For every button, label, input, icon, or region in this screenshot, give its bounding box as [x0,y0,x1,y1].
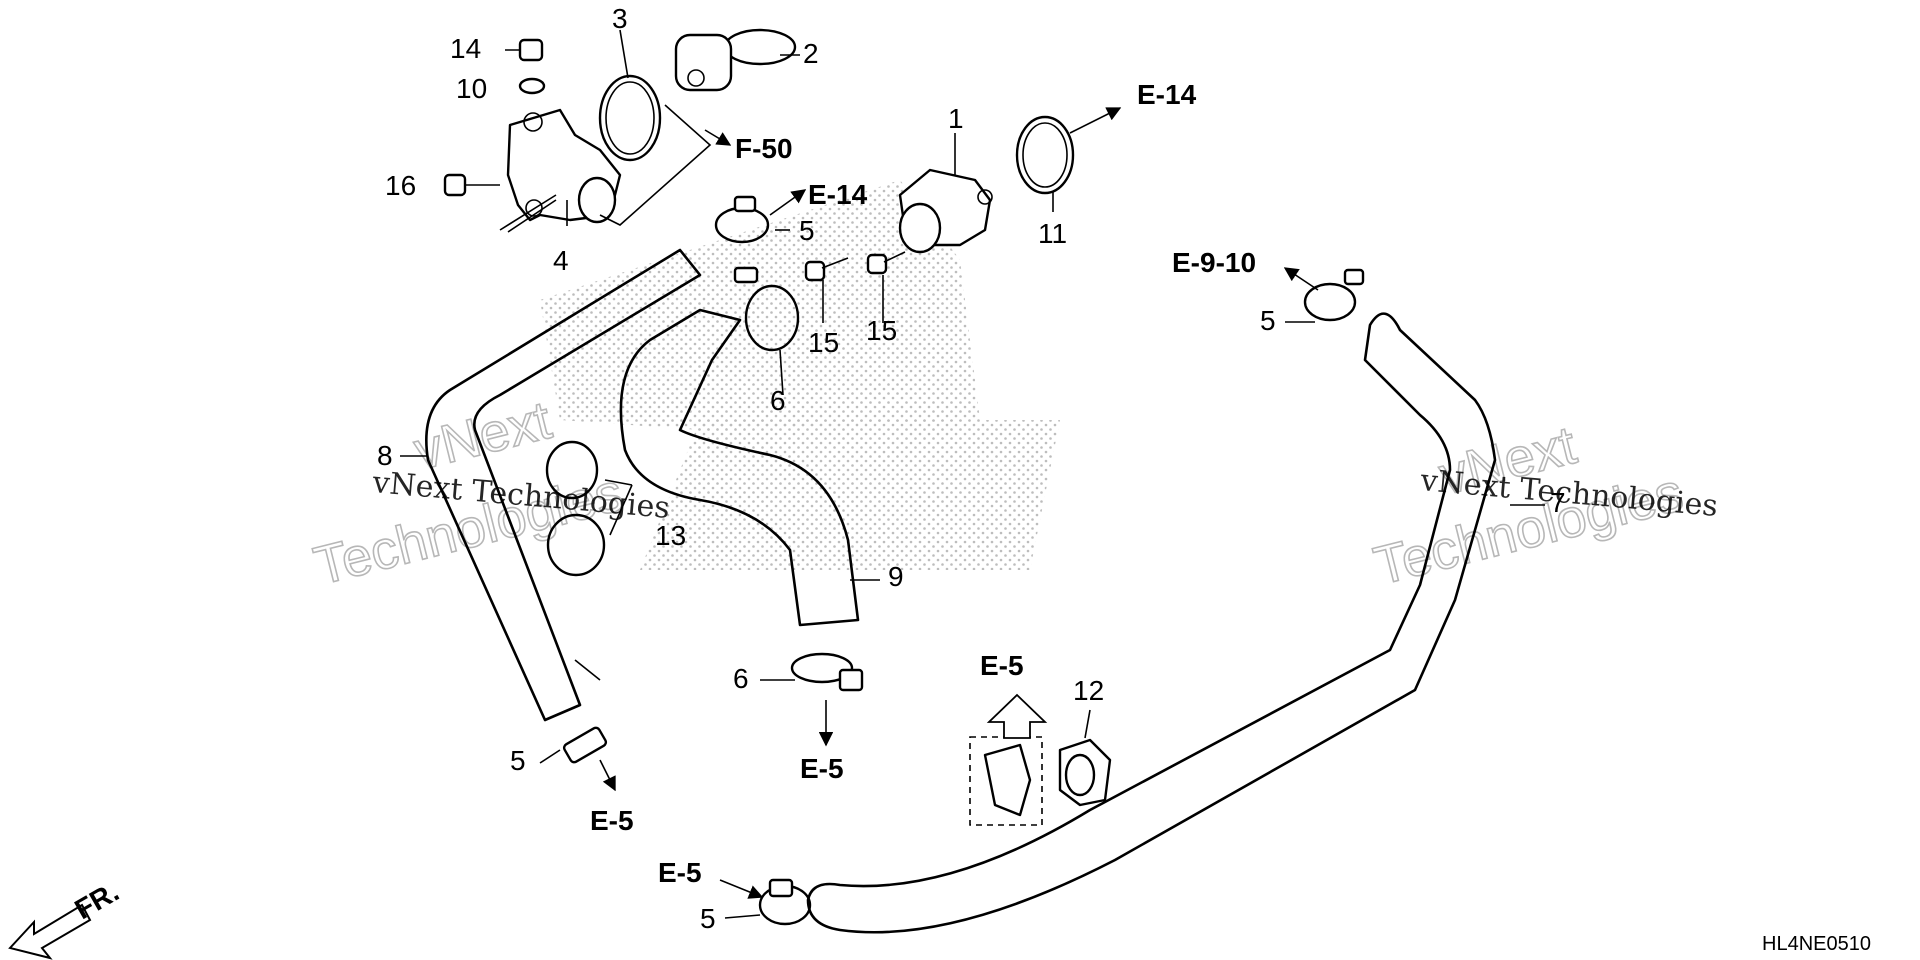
ref-label-e5-left: E-5 [590,805,634,836]
part-label-15-a: 15 [808,327,839,358]
ref-label-e14-top: E-14 [1137,79,1197,110]
hose-8 [425,248,702,722]
part-label-12: 12 [1073,675,1104,706]
ref-label-f50: F-50 [735,133,793,164]
clamp-5-right [1303,268,1365,322]
part-label-7: 7 [1550,487,1566,518]
gasket-ring-inner [605,81,655,155]
ref-label-e5-bottom: E-5 [658,857,702,888]
part-label-5-top: 5 [799,215,815,246]
clamp-13 [545,440,606,577]
thermostat [674,28,797,92]
hose-7 [806,312,1497,934]
part-label-9: 9 [888,561,904,592]
clamp-5-left [562,726,608,764]
ref-label-e910: E-9-10 [1172,247,1256,278]
hose-bracket-12 [1058,738,1112,807]
part-label-1: 1 [948,103,964,134]
hose-9 [619,308,860,627]
clamp-6-top [733,266,800,352]
ref-label-e14-mid: E-14 [808,179,868,210]
part-label-5-bottom: 5 [700,903,716,934]
bolt-16 [443,173,500,197]
part-label-5-right: 5 [1260,305,1276,336]
part-label-10: 10 [456,73,487,104]
part-label-3: 3 [612,3,628,34]
reference-arrows [599,107,1319,899]
part-label-13: 13 [655,520,686,551]
clamp-5-top [714,195,770,244]
part-label-4: 4 [553,245,569,276]
diagram-code: HL4NE0510 [1762,933,1871,955]
ref-label-e5-bracket: E-5 [980,650,1024,681]
bolt-15-b [866,251,906,275]
o-ring-11-inner [1022,122,1068,188]
bracket-detail [983,743,1032,817]
part-label-16: 16 [385,170,416,201]
part-number-labels: 1 2 3 4 5 5 5 5 6 6 7 8 9 10 11 12 13 14… [377,3,1566,934]
background-logo [540,180,1060,570]
thermostat-housing [506,108,622,224]
o-ring-11 [1015,115,1075,195]
clamp-5-bottom [758,878,812,926]
up-arrow [986,693,1048,739]
reference-labels: E-14 E-14 F-50 E-9-10 E-5 E-5 E-5 E-5 [590,79,1256,888]
gasket-ring [598,74,662,162]
bolt-15-a [804,257,849,282]
water-outlet [898,168,993,254]
part-label-8: 8 [377,440,393,471]
bolt-14 [505,38,544,62]
watermark-right: Technologies vNext vNext Technologies [1368,414,1720,597]
leader-lines [400,29,1545,919]
part-label-6-bottom: 6 [733,663,749,694]
part-label-14: 14 [450,33,481,64]
part-label-6-top: 6 [770,385,786,416]
part-label-5-left: 5 [510,745,526,776]
ref-label-e5-center: E-5 [800,753,844,784]
washer-10 [518,77,546,95]
part-label-15-b: 15 [866,315,897,346]
part-label-11: 11 [1038,218,1067,249]
front-direction-indicator: FR. [8,876,124,960]
part-label-2: 2 [803,38,819,69]
clamp-6-bottom [790,652,864,692]
